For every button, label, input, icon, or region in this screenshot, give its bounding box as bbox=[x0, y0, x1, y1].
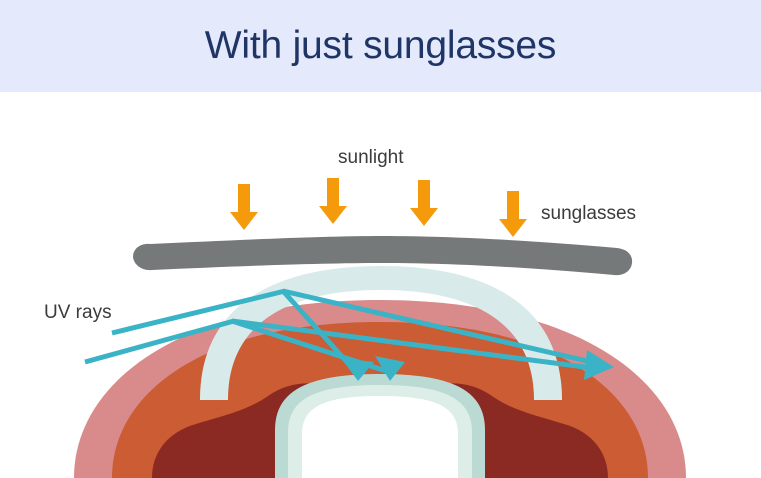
uv-ray-exit-lower bbox=[231, 318, 601, 372]
uv-arrowhead-exit-right bbox=[584, 350, 614, 380]
eye-lens bbox=[275, 374, 485, 478]
lens-core bbox=[302, 396, 458, 478]
uv-ray-incoming-lower bbox=[84, 318, 235, 365]
uv-ray-exit-upper bbox=[282, 288, 601, 367]
label-sunlight: sunlight bbox=[338, 147, 404, 168]
uv-ray-incoming-upper bbox=[111, 288, 286, 336]
sunglasses-lens bbox=[133, 236, 633, 276]
page-title: With just sunglasses bbox=[204, 24, 557, 67]
label-uv-rays: UV rays bbox=[44, 302, 112, 323]
sunglasses-bar-shape bbox=[133, 236, 633, 276]
uv-arrowhead-lens-right bbox=[375, 356, 405, 381]
sunlight-arrows bbox=[230, 178, 527, 237]
title-banner bbox=[0, 0, 761, 92]
sunlight-arrow-3 bbox=[410, 180, 438, 226]
sunlight-arrow-1 bbox=[230, 184, 258, 230]
uv-arrowhead-lens-left bbox=[341, 358, 374, 381]
sunlight-arrow-2 bbox=[319, 178, 347, 224]
label-sunglasses: sunglasses bbox=[541, 203, 637, 224]
uv-ray-arrowheads bbox=[341, 350, 614, 381]
sunlight-arrow-4 bbox=[499, 191, 527, 237]
